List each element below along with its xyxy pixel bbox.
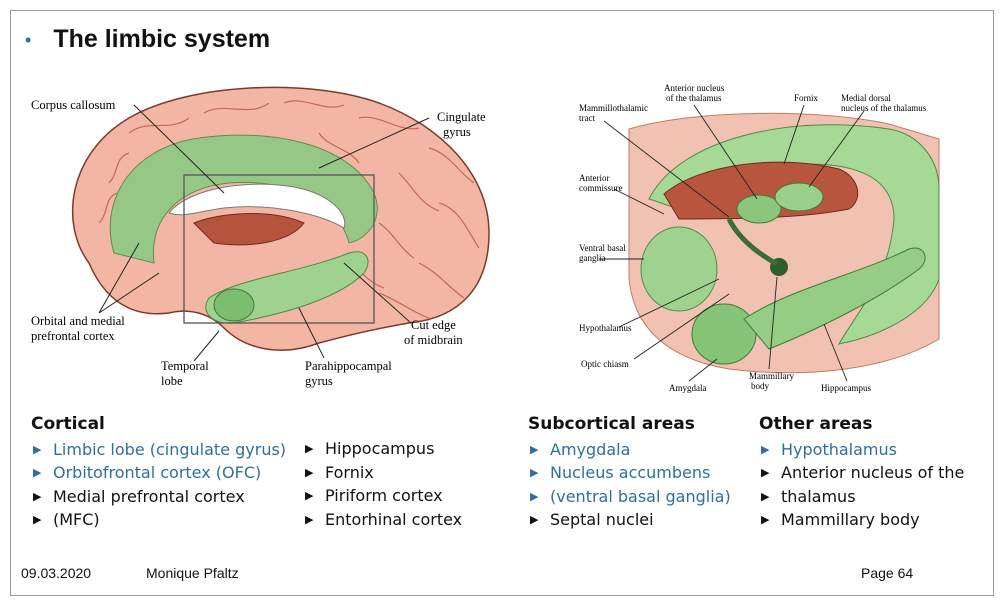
title-row: • The limbic system: [25, 25, 270, 54]
label-amygdala: Amygdala: [669, 383, 707, 393]
list-item: Entorhinal cortex: [303, 508, 503, 532]
label-cut-edge-1: Cut edge: [411, 318, 456, 332]
right-brain-figure: Anterior nucleus of the thalamus Fornix …: [579, 83, 940, 393]
corpus-callosum-shape: [168, 183, 346, 229]
label-parahippocampal-2: gyrus: [305, 374, 333, 388]
list-item: Piriform cortex: [303, 484, 503, 508]
column-subcortical: Subcortical areas Amygdala Nucleus accum…: [528, 413, 748, 532]
hippocampus-shape-right: [743, 247, 926, 350]
label-corpus-callosum: Corpus callosum: [31, 98, 116, 112]
label-anterior-commissure-2: commissure: [579, 183, 623, 193]
list-item: Limbic lobe (cingulate gyrus): [31, 438, 301, 462]
zoom-box: [183, 174, 375, 324]
list-item: Amygdala: [528, 438, 748, 462]
thalamus-shape: [193, 213, 305, 246]
slide: • The limbic system: [10, 10, 994, 596]
slide-title: The limbic system: [53, 25, 271, 53]
mammillothalamic-tract: [726, 217, 779, 267]
label-fornix: Fornix: [794, 93, 819, 103]
label-parahippocampal-1: Parahippocampal: [305, 359, 392, 373]
list-subcortical: Amygdala Nucleus accumbens (ventral basa…: [528, 438, 748, 532]
list-item-continuation: (MFC): [31, 508, 301, 532]
anterior-nucleus-shape: [736, 194, 782, 224]
list-item: Medial prefrontal cortex: [31, 485, 301, 509]
list-item: Hippocampus: [303, 437, 503, 461]
label-cingulate-2: gyrus: [443, 125, 471, 139]
label-anterior-nucleus-2: of the thalamus: [666, 93, 722, 103]
heading-cortical: Cortical: [31, 414, 105, 434]
label-orbital-1: Orbital and medial: [31, 314, 125, 328]
list-cortical: Limbic lobe (cingulate gyrus) Orbitofron…: [31, 438, 301, 532]
amygdala-shape: [213, 288, 255, 322]
footer-author: Monique Pfaltz: [146, 565, 239, 581]
heading-other: Other areas: [759, 414, 873, 434]
list-item: Mammillary body: [759, 508, 987, 532]
heading-subcortical: Subcortical areas: [528, 414, 695, 434]
left-brain-figure: Corpus callosum Cingulate gyrus Orbital …: [31, 86, 490, 388]
label-mammillothalamic-1: Mammillothalamic: [579, 103, 648, 113]
label-mammillary-2: body: [751, 381, 770, 391]
label-temporal-2: lobe: [161, 374, 183, 388]
list-item-continuation: thalamus: [759, 485, 987, 509]
footer-page: Page 64: [861, 565, 914, 581]
label-ventral-basal-1: Ventral basal: [579, 243, 626, 253]
column-cortical-2: Hippocampus Fornix Piriform cortex Entor…: [303, 437, 503, 531]
label-ventral-basal-2: ganglia: [579, 253, 606, 263]
label-anterior-commissure-1: Anterior: [579, 173, 610, 183]
title-bullet-icon: •: [25, 29, 32, 50]
medial-dorsal-shape: [774, 182, 824, 212]
label-temporal-1: Temporal: [161, 359, 209, 373]
list-item: Anterior nucleus of the: [759, 461, 987, 485]
list-item: Nucleus accumbens: [528, 461, 748, 485]
column-other: Other areas Hypothalamus Anterior nucleu…: [759, 413, 987, 532]
list-item: Hypothalamus: [759, 438, 987, 462]
label-hypothalamus: Hypothalamus: [579, 323, 632, 333]
label-cut-edge-2: of midbrain: [404, 333, 463, 347]
list-cortical-2: Hippocampus Fornix Piriform cortex Entor…: [303, 437, 503, 531]
list-item: Fornix: [303, 461, 503, 485]
cingulate-band: [109, 134, 378, 264]
footer-date: 09.03.2020: [21, 565, 92, 581]
label-medial-dorsal-1: Medial dorsal: [841, 93, 891, 103]
label-cingulate-1: Cingulate: [437, 110, 486, 124]
gyri-texture: [98, 100, 480, 319]
list-other: Hypothalamus Anterior nucleus of the tha…: [759, 438, 987, 532]
label-hippocampus: Hippocampus: [821, 383, 871, 393]
list-item-continuation: (ventral basal ganglia): [528, 485, 748, 509]
list-item: Septal nuclei: [528, 508, 748, 532]
ventral-basal-shape: [640, 226, 718, 312]
list-item: Orbitofrontal cortex (OFC): [31, 461, 301, 485]
label-anterior-nucleus-1: Anterior nucleus: [664, 83, 725, 93]
column-cortical: Cortical Limbic lobe (cingulate gyrus) O…: [31, 413, 301, 532]
label-orbital-2: prefrontal cortex: [31, 329, 115, 343]
label-medial-dorsal-2: nucleus of the thalamus: [841, 103, 927, 113]
label-mammillothalamic-2: tract: [579, 113, 595, 123]
label-optic-chiasm: Optic chiasm: [581, 359, 629, 369]
label-mammillary-1: Mammillary: [749, 371, 794, 381]
